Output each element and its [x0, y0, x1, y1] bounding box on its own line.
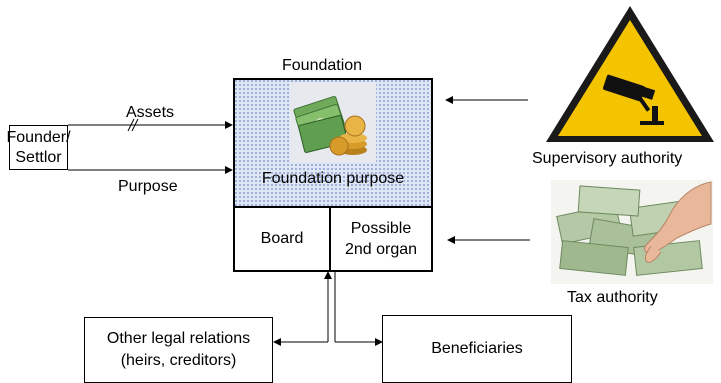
banknotes-icon — [556, 185, 703, 276]
other-relations-box: Other legal relations (heirs, creditors) — [84, 317, 273, 383]
hand-icon — [644, 181, 712, 263]
foundation-box: Foundation purpose Board Possible 2nd or… — [233, 78, 433, 272]
supervisory-label: Supervisory authority — [532, 150, 683, 167]
foundation-purpose-pattern — [235, 80, 431, 206]
purpose-label: Purpose — [118, 178, 178, 195]
other-relations-line1: Other legal relations — [106, 330, 251, 347]
coins-icon — [329, 115, 367, 156]
beneficiaries-label: Beneficiaries — [431, 340, 523, 357]
board-label: Board — [260, 230, 304, 247]
tax-label: Tax authority — [567, 289, 658, 306]
assets-break-2 — [131, 118, 139, 132]
camera-icon — [603, 74, 664, 125]
foundation-title: Foundation — [282, 57, 363, 74]
tax-money-icon — [551, 180, 713, 284]
founder-box: Founder/ Settlor — [6, 125, 71, 170]
board-box: Board — [235, 206, 331, 270]
cctv-warning-icon — [546, 6, 714, 142]
second-organ-box: Possible 2nd organ — [331, 206, 431, 270]
founder-line2: Settlor — [15, 148, 62, 166]
assets-label: Assets — [126, 104, 175, 121]
other-relations-line2: (heirs, creditors) — [120, 352, 237, 369]
foundation-purpose-label: Foundation purpose — [261, 170, 405, 187]
second-organ-line2: 2nd organ — [344, 240, 418, 258]
second-organ-line1: Possible — [350, 219, 412, 237]
beneficiaries-box: Beneficiaries — [382, 315, 572, 383]
founder-line1: Founder/ — [6, 128, 71, 146]
assets-break-1 — [127, 118, 135, 132]
